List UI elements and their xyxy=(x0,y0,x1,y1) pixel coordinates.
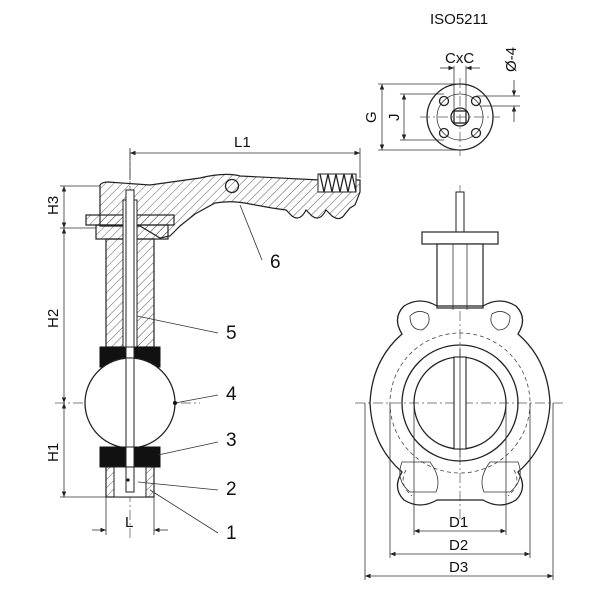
callout-1: 1 xyxy=(226,523,237,544)
lug-slot xyxy=(399,461,439,493)
d2-label: D2 xyxy=(449,537,468,554)
lug-slot xyxy=(490,311,511,331)
callout-6: 6 xyxy=(270,252,281,273)
l-label: L xyxy=(125,514,133,531)
d3-label: D3 xyxy=(449,559,468,576)
callout-2: 2 xyxy=(226,479,237,500)
handle-spring xyxy=(317,173,357,193)
l1-label: L1 xyxy=(234,134,251,151)
bolt-hole xyxy=(438,127,450,139)
front-top-flange xyxy=(421,231,499,245)
h2-label: H2 xyxy=(45,309,62,328)
iso-flange-view: ISO5211 CxC Ø-4 G J xyxy=(363,11,520,156)
callout-3: 3 xyxy=(226,430,237,451)
callout-4: 4 xyxy=(226,384,237,405)
handle-pivot xyxy=(224,178,240,194)
h3-label: H3 xyxy=(45,196,62,215)
h1-label: H1 xyxy=(45,443,62,462)
bolt-hole xyxy=(470,127,482,139)
front-stem xyxy=(455,191,465,233)
square-label: CxC xyxy=(445,50,474,67)
j-label: J xyxy=(386,114,403,122)
callout-5: 5 xyxy=(226,323,237,344)
bolt-hole xyxy=(470,95,482,107)
d1-label: D1 xyxy=(449,514,468,531)
lug-slot xyxy=(481,461,521,493)
standard-label: ISO5211 xyxy=(430,11,488,28)
seat-ring xyxy=(401,344,519,462)
front-view: D1 D2 D3 xyxy=(355,185,565,580)
bolt-label: Ø-4 xyxy=(503,47,520,72)
front-body xyxy=(369,300,551,506)
side-section-view: H3 H2 H1 L1 L 1 2 3 4 5 6 xyxy=(45,134,361,544)
lug-slot xyxy=(409,311,430,331)
front-neck xyxy=(436,243,484,309)
g-label: G xyxy=(363,111,380,123)
bolt-hole xyxy=(438,95,450,107)
